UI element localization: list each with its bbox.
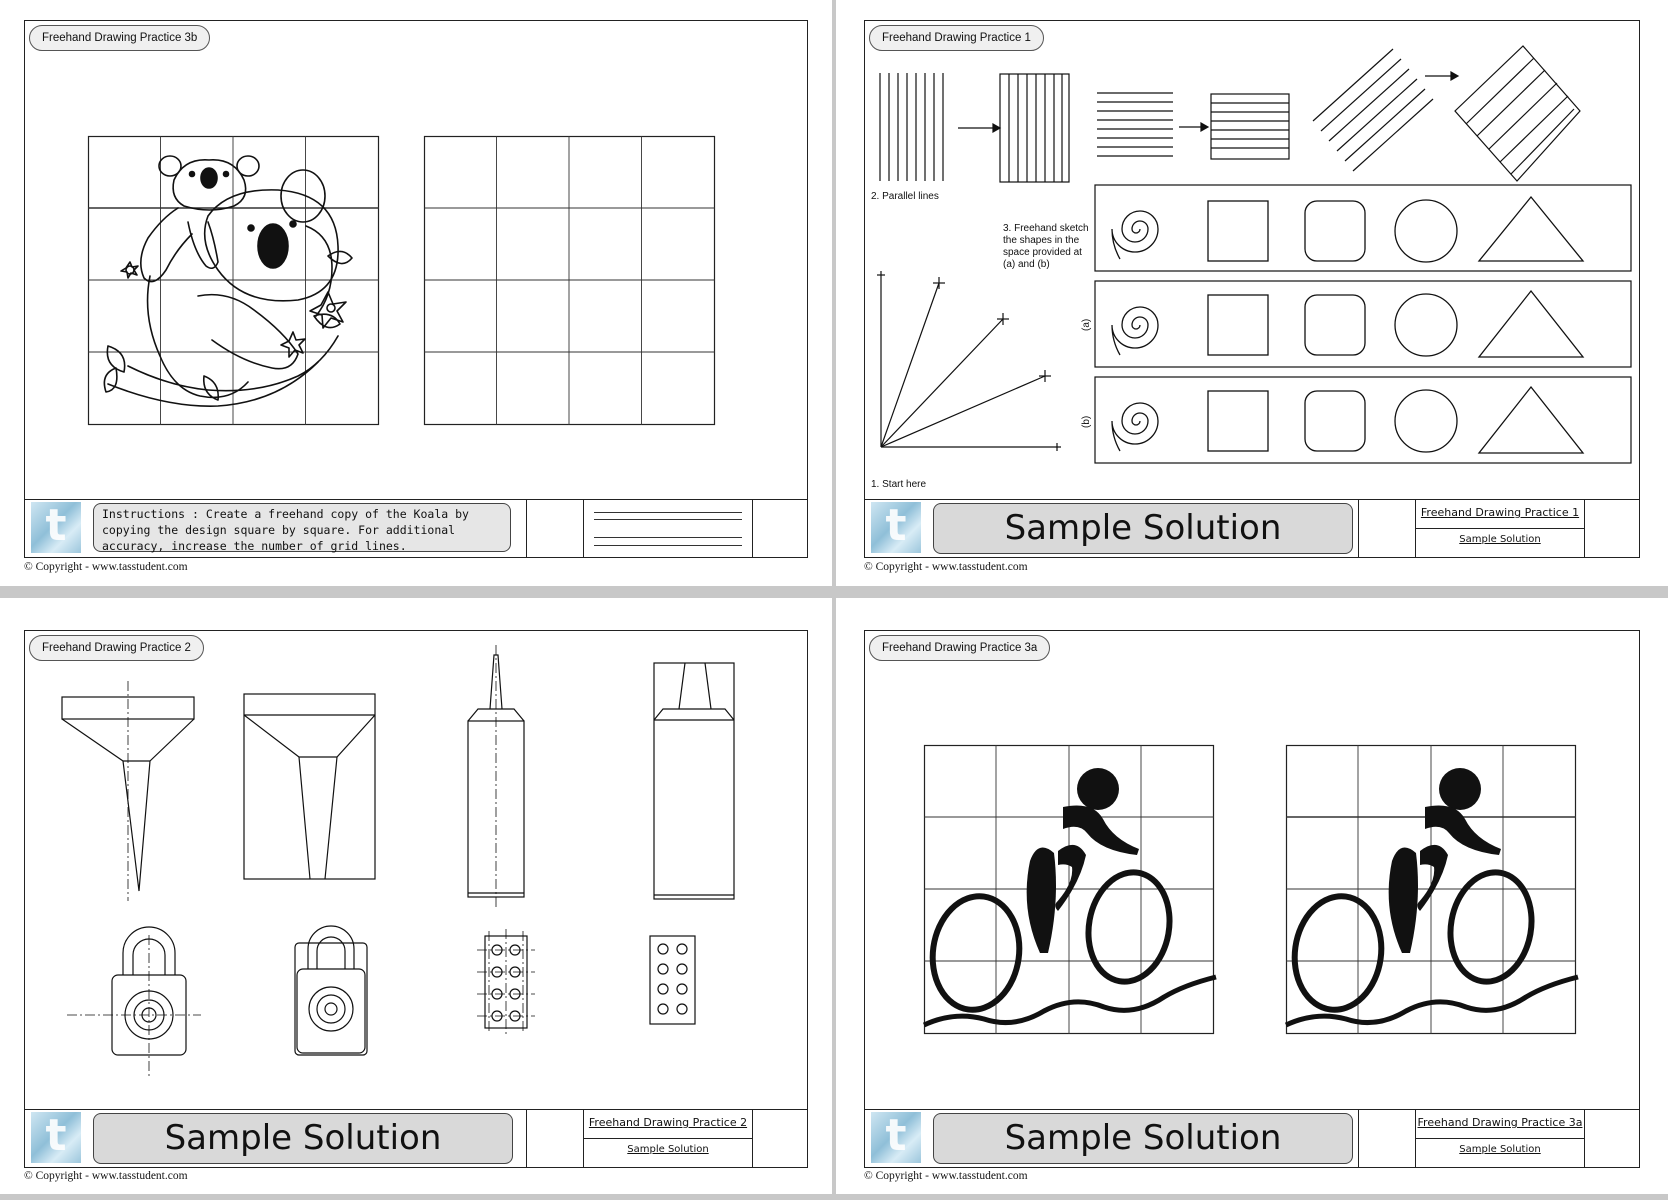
- sheet-tag: Freehand Drawing Practice 1: [869, 25, 1044, 51]
- shape-row-b: [1111, 385, 1585, 454]
- sheet-tag: Freehand Drawing Practice 2: [29, 635, 204, 661]
- cyclist-grid-original: [922, 744, 1217, 1035]
- worksheet-frame: Freehand Drawing Practice 1: [864, 20, 1640, 558]
- title-block: t Sample Solution Freehand Drawing Pract…: [865, 499, 1639, 557]
- tasstudent-logo: t: [871, 500, 921, 553]
- sample-solution-banner: Sample Solution: [93, 1113, 513, 1164]
- parallel-lines-exercise: 2. Parallel lines 1. Start here 3. Freeh…: [871, 45, 1632, 490]
- page-freehand-2: Freehand Drawing Practice 2: [0, 598, 832, 1194]
- page-freehand-3a: Freehand Drawing Practice 3a: [836, 598, 1668, 1194]
- title-block: t Sample Solution Freehand Drawing Pract…: [25, 1109, 807, 1167]
- title-line-2: Sample Solution: [1459, 534, 1541, 545]
- worksheet-frame: Freehand Drawing Practice 2: [24, 630, 808, 1168]
- worksheet-frame: Freehand Drawing Practice 3b: [24, 20, 808, 558]
- cyclist-grid-copy: [1284, 744, 1579, 1035]
- tasstudent-logo: t: [31, 1110, 81, 1163]
- shape-row-a: [1111, 289, 1585, 358]
- label-parallel-lines: 2. Parallel lines: [871, 191, 939, 202]
- tasstudent-logo: t: [31, 500, 81, 553]
- label-shapes-2: the shapes in the: [1003, 235, 1080, 246]
- title-block: t Instructions : Create a freehand copy …: [25, 499, 807, 557]
- cyclist-pictogram: [922, 768, 1217, 1028]
- title-cells: Freehand Drawing Practice 2 Sample Solut…: [526, 1110, 807, 1167]
- copyright-text: © Copyright - www.tasstudent.com: [24, 561, 188, 573]
- worksheet-frame: Freehand Drawing Practice 3a: [864, 630, 1640, 1168]
- title-line-1: Freehand Drawing Practice 2: [588, 1116, 748, 1129]
- tasstudent-logo: t: [871, 1110, 921, 1163]
- title-line-1: Freehand Drawing Practice 1: [1420, 506, 1580, 519]
- orthographic-drawings: [61, 645, 735, 1079]
- label-shapes-1: 3. Freehand sketch: [1003, 223, 1089, 234]
- label-start-here: 1. Start here: [871, 479, 926, 490]
- title-block: t Sample Solution Freehand Drawing Pract…: [865, 1109, 1639, 1167]
- label-row-a: (a): [1081, 319, 1092, 331]
- label-row-b: (b): [1081, 416, 1092, 428]
- sheet-tag: Freehand Drawing Practice 3b: [29, 25, 211, 51]
- sample-solution-banner: Sample Solution: [933, 503, 1353, 554]
- title-line-1: Freehand Drawing Practice 3a: [1417, 1116, 1583, 1129]
- label-shapes-3: space provided at: [1003, 247, 1082, 258]
- sheet-tag: Freehand Drawing Practice 3a: [869, 635, 1051, 661]
- page-freehand-3b: Freehand Drawing Practice 3b: [0, 0, 832, 586]
- empty-copy-grid: [423, 135, 716, 426]
- title-line-2: Sample Solution: [1459, 1144, 1541, 1155]
- title-cells: [526, 500, 807, 557]
- koala-illustration: [103, 155, 353, 407]
- copyright-text: © Copyright - www.tasstudent.com: [24, 1170, 188, 1182]
- copyright-text: © Copyright - www.tasstudent.com: [864, 1170, 1028, 1182]
- sample-solution-banner: Sample Solution: [933, 1113, 1353, 1164]
- title-line-2: Sample Solution: [627, 1144, 709, 1155]
- title-cells: Freehand Drawing Practice 3a Sample Solu…: [1358, 1110, 1639, 1167]
- label-shapes-4: (a) and (b): [1003, 259, 1050, 270]
- instructions-box: Instructions : Create a freehand copy of…: [93, 503, 511, 553]
- cyclist-pictogram: [1284, 768, 1579, 1028]
- title-cells: Freehand Drawing Practice 1 Sample Solut…: [1358, 500, 1639, 557]
- shape-row-model: [1111, 195, 1585, 263]
- copyright-text: © Copyright - www.tasstudent.com: [864, 561, 1028, 573]
- page-freehand-1: Freehand Drawing Practice 1: [836, 0, 1668, 586]
- koala-grid-drawing: [87, 135, 380, 426]
